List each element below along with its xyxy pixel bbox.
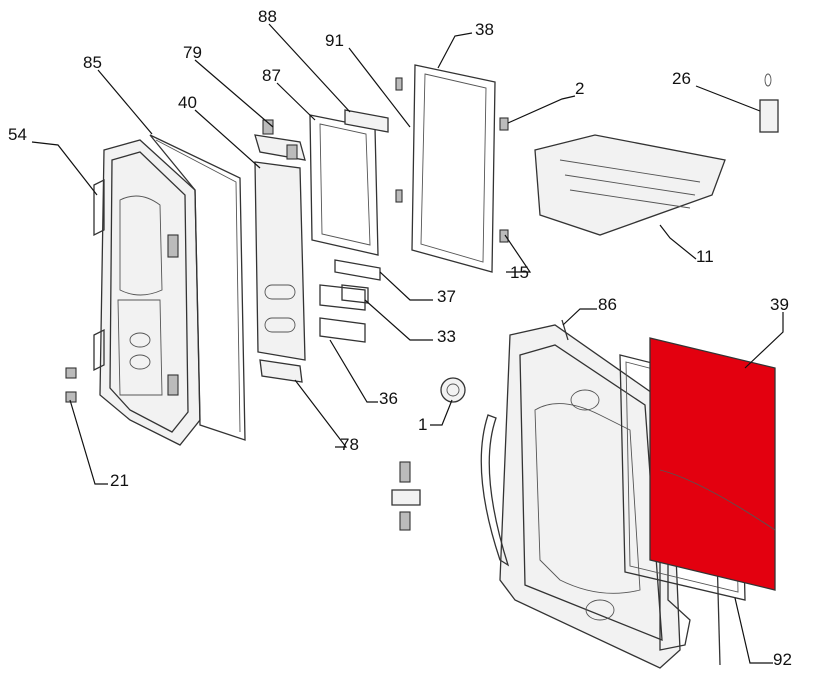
part-79-top-bracket[interactable] [254, 119, 306, 161]
part-39-highlighted-panel[interactable] [649, 337, 776, 591]
part-40-panel[interactable] [254, 161, 306, 361]
callout-37: 37 [437, 287, 456, 306]
callout-87: 87 [262, 66, 281, 85]
part-87-frame-plate[interactable] [309, 114, 379, 256]
callout-15: 15 [510, 263, 529, 282]
callout-86: 86 [598, 295, 617, 314]
callout-88: 88 [258, 7, 277, 26]
part-26-block[interactable] [759, 73, 779, 133]
callout-26: 26 [672, 69, 691, 88]
callout-21: 21 [110, 471, 129, 490]
callout-39: 39 [770, 295, 789, 314]
part-91-screws[interactable] [395, 77, 403, 203]
callout-91: 91 [325, 31, 344, 50]
callout-92: 92 [773, 650, 792, 669]
callout-36: 36 [379, 389, 398, 408]
part-36-plate[interactable] [319, 317, 366, 343]
part-88-clip[interactable] [344, 109, 389, 133]
callout-1: 1 [418, 415, 427, 434]
part-38-glass-frame[interactable] [411, 64, 496, 273]
callout-labels: 54 85 79 40 88 87 91 38 2 26 11 15 37 33… [8, 7, 792, 669]
callout-11: 11 [696, 247, 714, 266]
callout-78: 78 [340, 435, 359, 454]
part-33-plate[interactable] [319, 284, 369, 311]
part-85-glass-pane[interactable] [149, 134, 246, 441]
callout-85: 85 [83, 53, 102, 72]
callout-54: 54 [8, 125, 27, 144]
part-2-fastener[interactable] [499, 117, 509, 131]
callout-2: 2 [575, 79, 584, 98]
part-78-bottom-bracket[interactable] [259, 359, 303, 383]
callout-40: 40 [178, 93, 197, 112]
callout-79: 79 [183, 43, 202, 62]
part-54-front-frame[interactable] [93, 139, 201, 446]
part-11-tray[interactable] [534, 134, 726, 236]
loose-hardware [391, 461, 421, 531]
part-37-plate[interactable] [334, 259, 381, 281]
part-21-studs[interactable] [65, 367, 77, 403]
callout-38: 38 [475, 20, 494, 39]
part-1-knob[interactable] [440, 377, 466, 403]
part-15-fastener[interactable] [499, 229, 509, 243]
callout-33: 33 [437, 327, 456, 346]
highlight-fill [649, 337, 776, 591]
leader-lines [31, 23, 784, 664]
